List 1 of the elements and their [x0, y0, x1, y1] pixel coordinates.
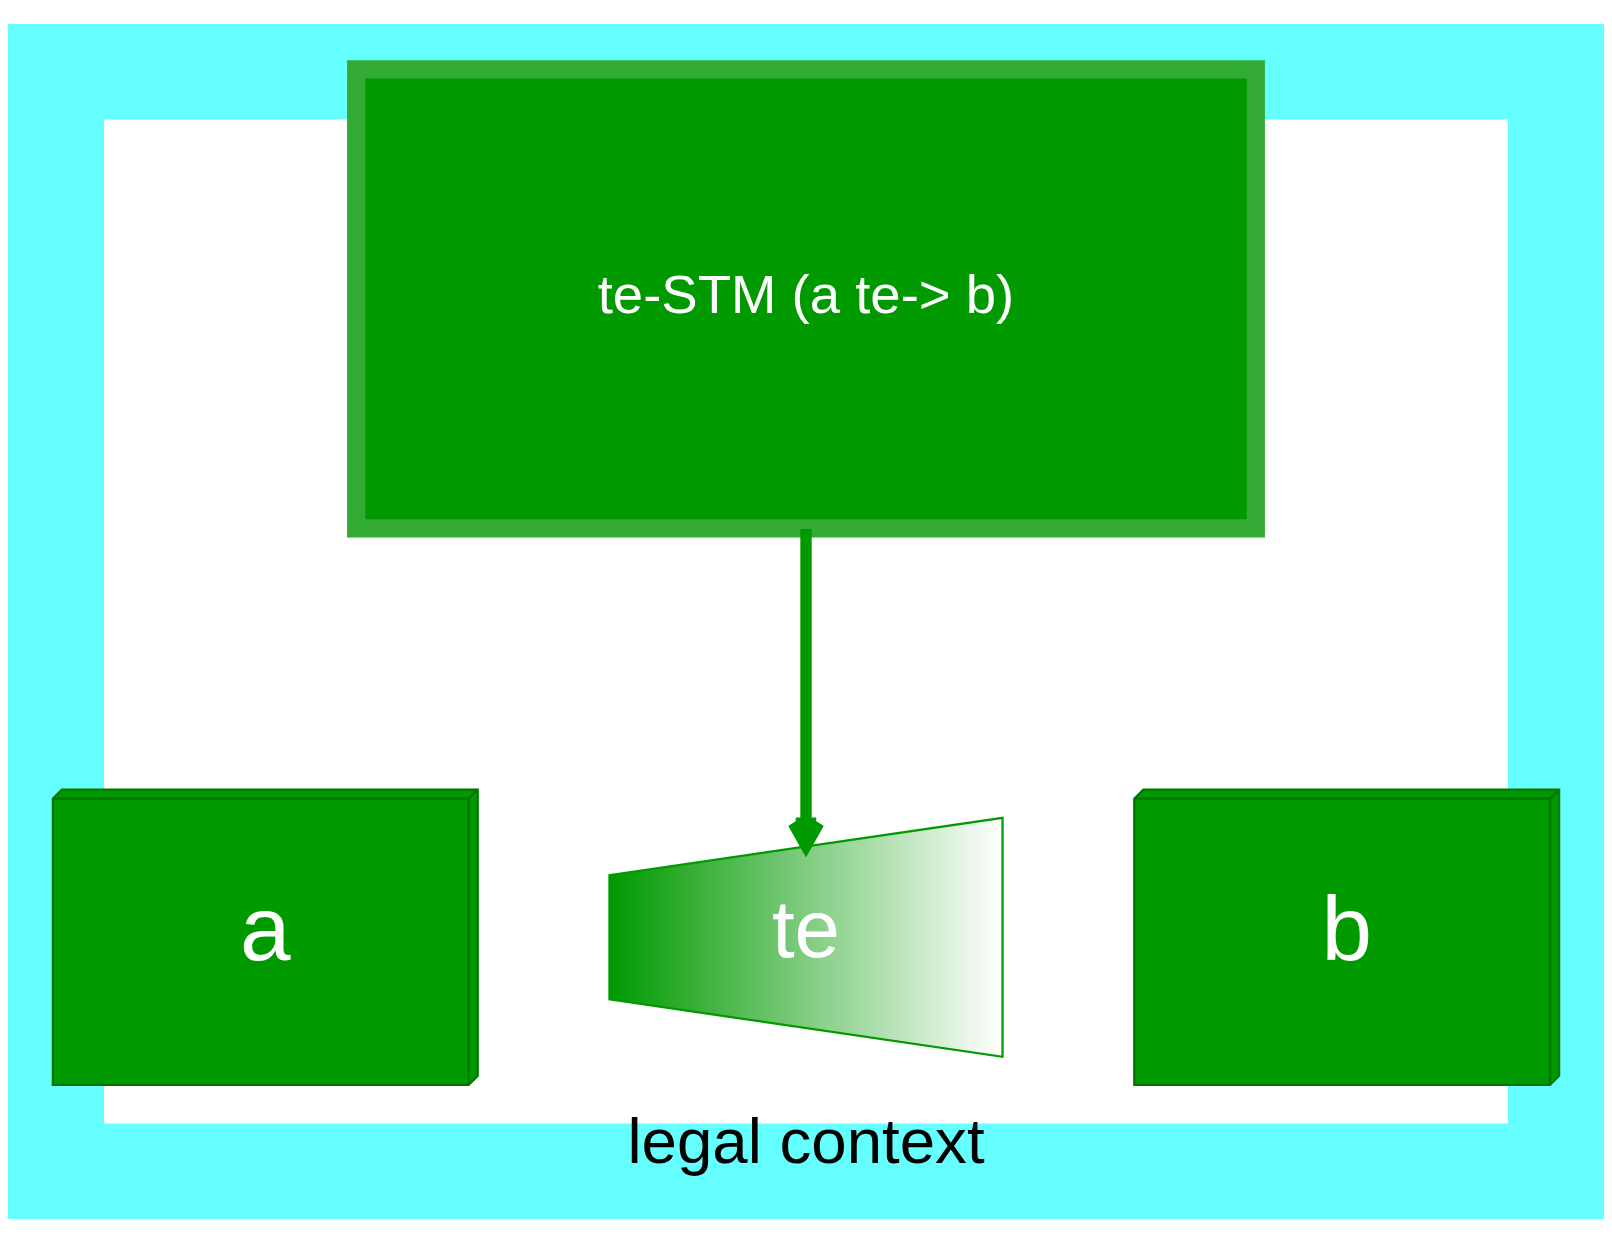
node-box: te-STM (a te-> b) [347, 60, 1265, 538]
